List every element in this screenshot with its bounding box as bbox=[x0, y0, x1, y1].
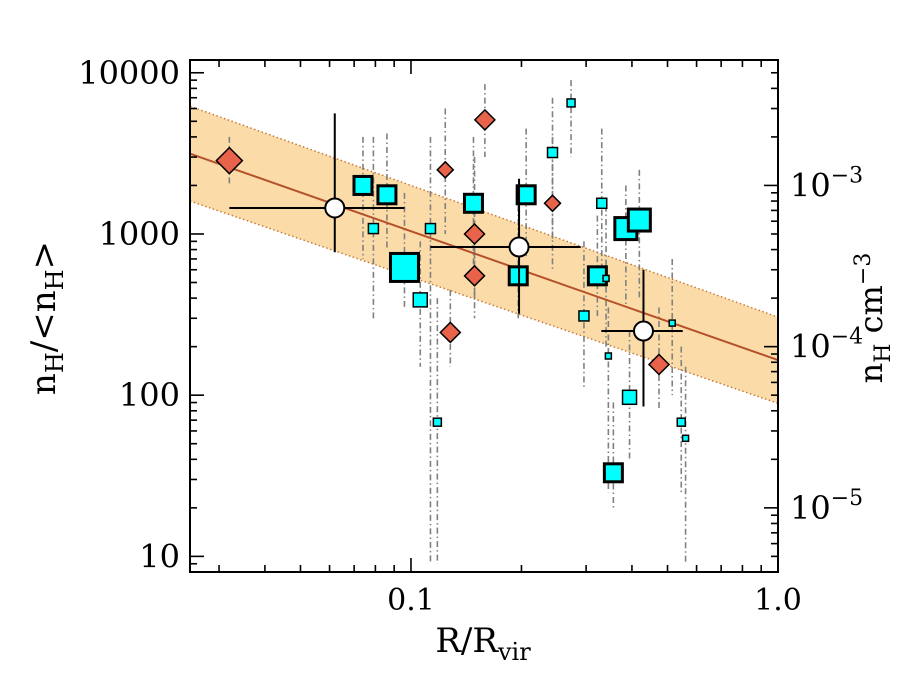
square-marker bbox=[515, 184, 537, 206]
diamond-marker bbox=[215, 146, 244, 175]
x-tick-label: 0.1 bbox=[387, 583, 435, 618]
right-tick-base: 10 bbox=[790, 489, 831, 527]
y-axis-label-right: nH cm−3 bbox=[851, 253, 896, 384]
square-marker bbox=[578, 310, 590, 322]
y-tick-label: 100 bbox=[119, 376, 180, 414]
y-label-left-end: > bbox=[24, 241, 64, 270]
error-bar-layer bbox=[228, 80, 687, 564]
square-marker bbox=[352, 174, 374, 196]
y-tick-label: 1000 bbox=[99, 215, 180, 253]
y-tick-label: 10000 bbox=[78, 54, 180, 92]
square-marker bbox=[412, 292, 429, 308]
y-label-right-unit: cm bbox=[852, 285, 890, 343]
right-tick-base: 10 bbox=[790, 328, 831, 366]
square-marker bbox=[668, 319, 676, 327]
diamond-marker bbox=[439, 321, 462, 344]
y-label-left-mid: /<n bbox=[24, 290, 64, 352]
square-marker bbox=[676, 417, 687, 427]
diamond-marker bbox=[473, 108, 496, 131]
binned-point bbox=[324, 197, 346, 219]
fit-line-layer bbox=[190, 152, 778, 362]
y-axis-label-left: nH/<nH> bbox=[24, 241, 69, 395]
x-axis-label-base: R/R bbox=[435, 621, 499, 661]
square-marker bbox=[602, 274, 610, 283]
square-marker bbox=[546, 146, 559, 159]
right-tick-exp: −5 bbox=[831, 486, 863, 511]
right-tick-exp: −3 bbox=[831, 163, 863, 188]
diamond-marker bbox=[543, 194, 562, 213]
x-tick-label: 1.0 bbox=[754, 583, 802, 618]
plot-frame bbox=[189, 59, 779, 573]
square-marker bbox=[376, 184, 398, 206]
square-marker bbox=[604, 352, 613, 360]
diamond-marker bbox=[463, 264, 486, 287]
fit-band-layer bbox=[190, 105, 778, 405]
x-axis-label-sub: vir bbox=[497, 638, 531, 666]
y-label-right-sup: −3 bbox=[851, 253, 876, 285]
diamond-marker bbox=[647, 353, 671, 376]
right-tick-label: 10−3 bbox=[790, 163, 863, 204]
y-tick-label: 10 bbox=[139, 537, 180, 575]
square-marker bbox=[388, 251, 420, 283]
fit-line bbox=[190, 152, 778, 362]
marker-layer bbox=[215, 98, 690, 484]
square-marker bbox=[681, 434, 690, 443]
x-axis-label: R/Rvir bbox=[435, 621, 531, 666]
y-label-left-base: n bbox=[24, 373, 64, 395]
square-marker bbox=[566, 98, 576, 108]
right-tick-exp: −4 bbox=[831, 325, 863, 350]
square-marker bbox=[367, 222, 380, 235]
diamond-marker bbox=[436, 160, 455, 179]
right-tick-base: 10 bbox=[790, 166, 831, 204]
y-label-right-base: n bbox=[852, 363, 890, 384]
square-marker bbox=[432, 417, 443, 427]
square-marker bbox=[424, 222, 437, 235]
binned-point bbox=[508, 236, 530, 258]
fit-band bbox=[190, 106, 778, 404]
labels-layer: R/Rvir nH/<nH> nH cm−3 bbox=[24, 241, 896, 666]
y-label-left-sub2: H bbox=[41, 269, 69, 290]
square-marker bbox=[602, 462, 624, 484]
binned-layer bbox=[229, 113, 683, 407]
square-marker bbox=[626, 207, 652, 233]
binned-point bbox=[632, 320, 654, 342]
square-marker bbox=[596, 197, 608, 210]
right-tick-label: 10−5 bbox=[790, 486, 863, 527]
fit-band-upper-edge bbox=[190, 105, 778, 318]
square-marker bbox=[621, 389, 638, 406]
square-marker bbox=[462, 192, 484, 214]
y-label-right-sub: H bbox=[871, 344, 896, 363]
y-label-left-sub1: H bbox=[41, 352, 69, 373]
right-tick-label: 10−4 bbox=[790, 325, 863, 366]
diamond-marker bbox=[463, 222, 486, 246]
